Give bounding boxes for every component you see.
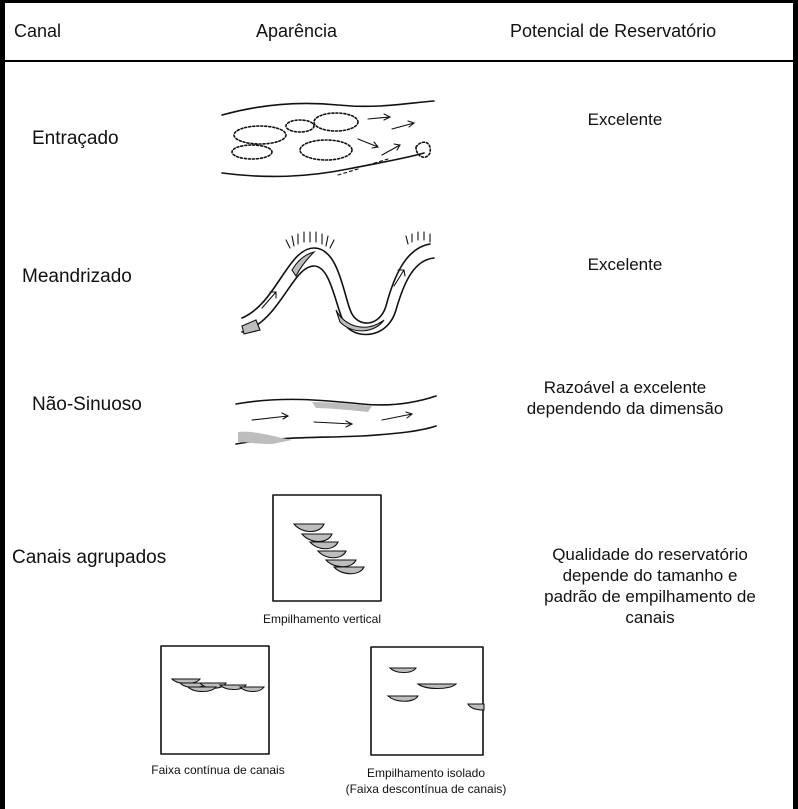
header-divider [0,60,798,62]
braided-channel-sketch [221,100,435,178]
caption-isolated-stacking: Empilhamento isolado (Faixa descontínua … [326,765,526,797]
row-label-braided: Entraçado [32,128,119,149]
caption-isolated-line-2: (Faixa descontínua de canais) [345,782,507,796]
row-label-clustered: Canais agrupados [12,547,167,568]
potential-straight: Razoável a excelente dependendo da dimen… [500,377,750,419]
header-channel: Canal [14,21,62,41]
potential-clustered-line-1: Qualidade do reservatório [552,545,748,564]
meandering-channel-sketch [241,231,435,336]
potential-clustered-line-3: padrão de empilhamento de [544,587,756,606]
potential-meandering: Excelente [587,255,663,274]
continuous-belt-sketch [160,645,270,755]
vertical-stacking-sketch [272,494,382,602]
header-appearance: Aparência [256,21,338,41]
row-label-straight: Não-Sinuoso [32,394,142,415]
potential-straight-line-2: dependendo da dimensão [526,399,724,418]
potential-clustered: Qualidade do reservatório depende do tam… [500,544,798,628]
potential-straight-line-1: Razoável a excelente [543,378,707,397]
potential-braided: Excelente [587,110,663,129]
isolated-stacking-sketch [370,646,485,756]
potential-clustered-line-2: depende do tamanho e [562,566,738,585]
caption-continuous-belt: Faixa contínua de canais [151,763,285,777]
caption-isolated-line-1: Empilhamento isolado [366,766,486,780]
potential-clustered-line-4: canais [625,608,675,627]
row-label-meandering: Meandrizado [22,266,132,287]
caption-vertical-stacking: Empilhamento vertical [262,612,382,626]
straight-channel-sketch [235,395,437,445]
header-potential: Potencial de Reservatório [510,21,717,41]
